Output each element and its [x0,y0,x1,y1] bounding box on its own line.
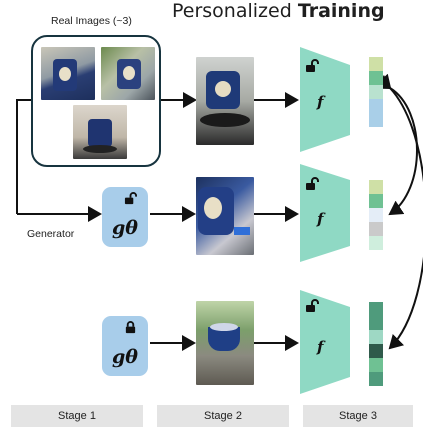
stage-3-label: Stage 3 [303,405,413,427]
real-image-2 [101,47,155,100]
encoder-1 [300,47,350,152]
encoder-symbol: f [317,338,324,356]
real-images-label: Real Images (~3) [51,15,132,27]
pair-arrow-1-3 [375,73,423,350]
unlock-icon [306,299,319,312]
stage-1-label: Stage 1 [11,405,143,427]
stage2-photo-generated-1 [196,177,254,255]
feature-cell [369,330,383,344]
feature-cell [369,236,383,250]
real-to-stage2-arrow [16,99,31,214]
feature-cell [369,99,383,113]
feature-cell [369,208,383,222]
unlock-icon [306,177,319,190]
real-image-3 [73,105,127,159]
encoder-symbol: f [317,93,324,111]
real-images-group [31,35,161,167]
feature-cell [369,372,383,386]
lock-icon [125,321,136,334]
stage-2-label: Stage 2 [157,405,289,427]
unlock-icon [124,192,137,205]
title-emphasis: Training [297,0,385,22]
feature-cell [369,85,383,99]
generator-trainable: gθ [102,187,148,247]
generator-symbol: gθ [112,346,138,368]
feature-cell [369,57,383,71]
feature-cell [369,344,383,358]
generator-label: Generator [27,228,75,240]
feature-cell [369,222,383,236]
feature-cell [369,180,383,194]
generator-symbol: gθ [112,217,138,239]
real-image-1 [41,47,95,100]
feature-cell [369,113,383,127]
feature-cell [369,358,383,372]
feature-cell [369,302,383,316]
encoder-symbol: f [317,210,324,228]
feature-cell [369,71,383,85]
figure-title: Personalized Training [172,0,385,22]
title-prefix: Personalized [172,0,292,22]
feature-cell [369,194,383,208]
stage2-photo-generated-2 [196,301,254,385]
stage2-photo-real [196,57,254,145]
unlock-icon [306,59,319,72]
generator-frozen: gθ [102,316,148,376]
encoder-3 [300,290,350,394]
feature-cell [369,316,383,330]
